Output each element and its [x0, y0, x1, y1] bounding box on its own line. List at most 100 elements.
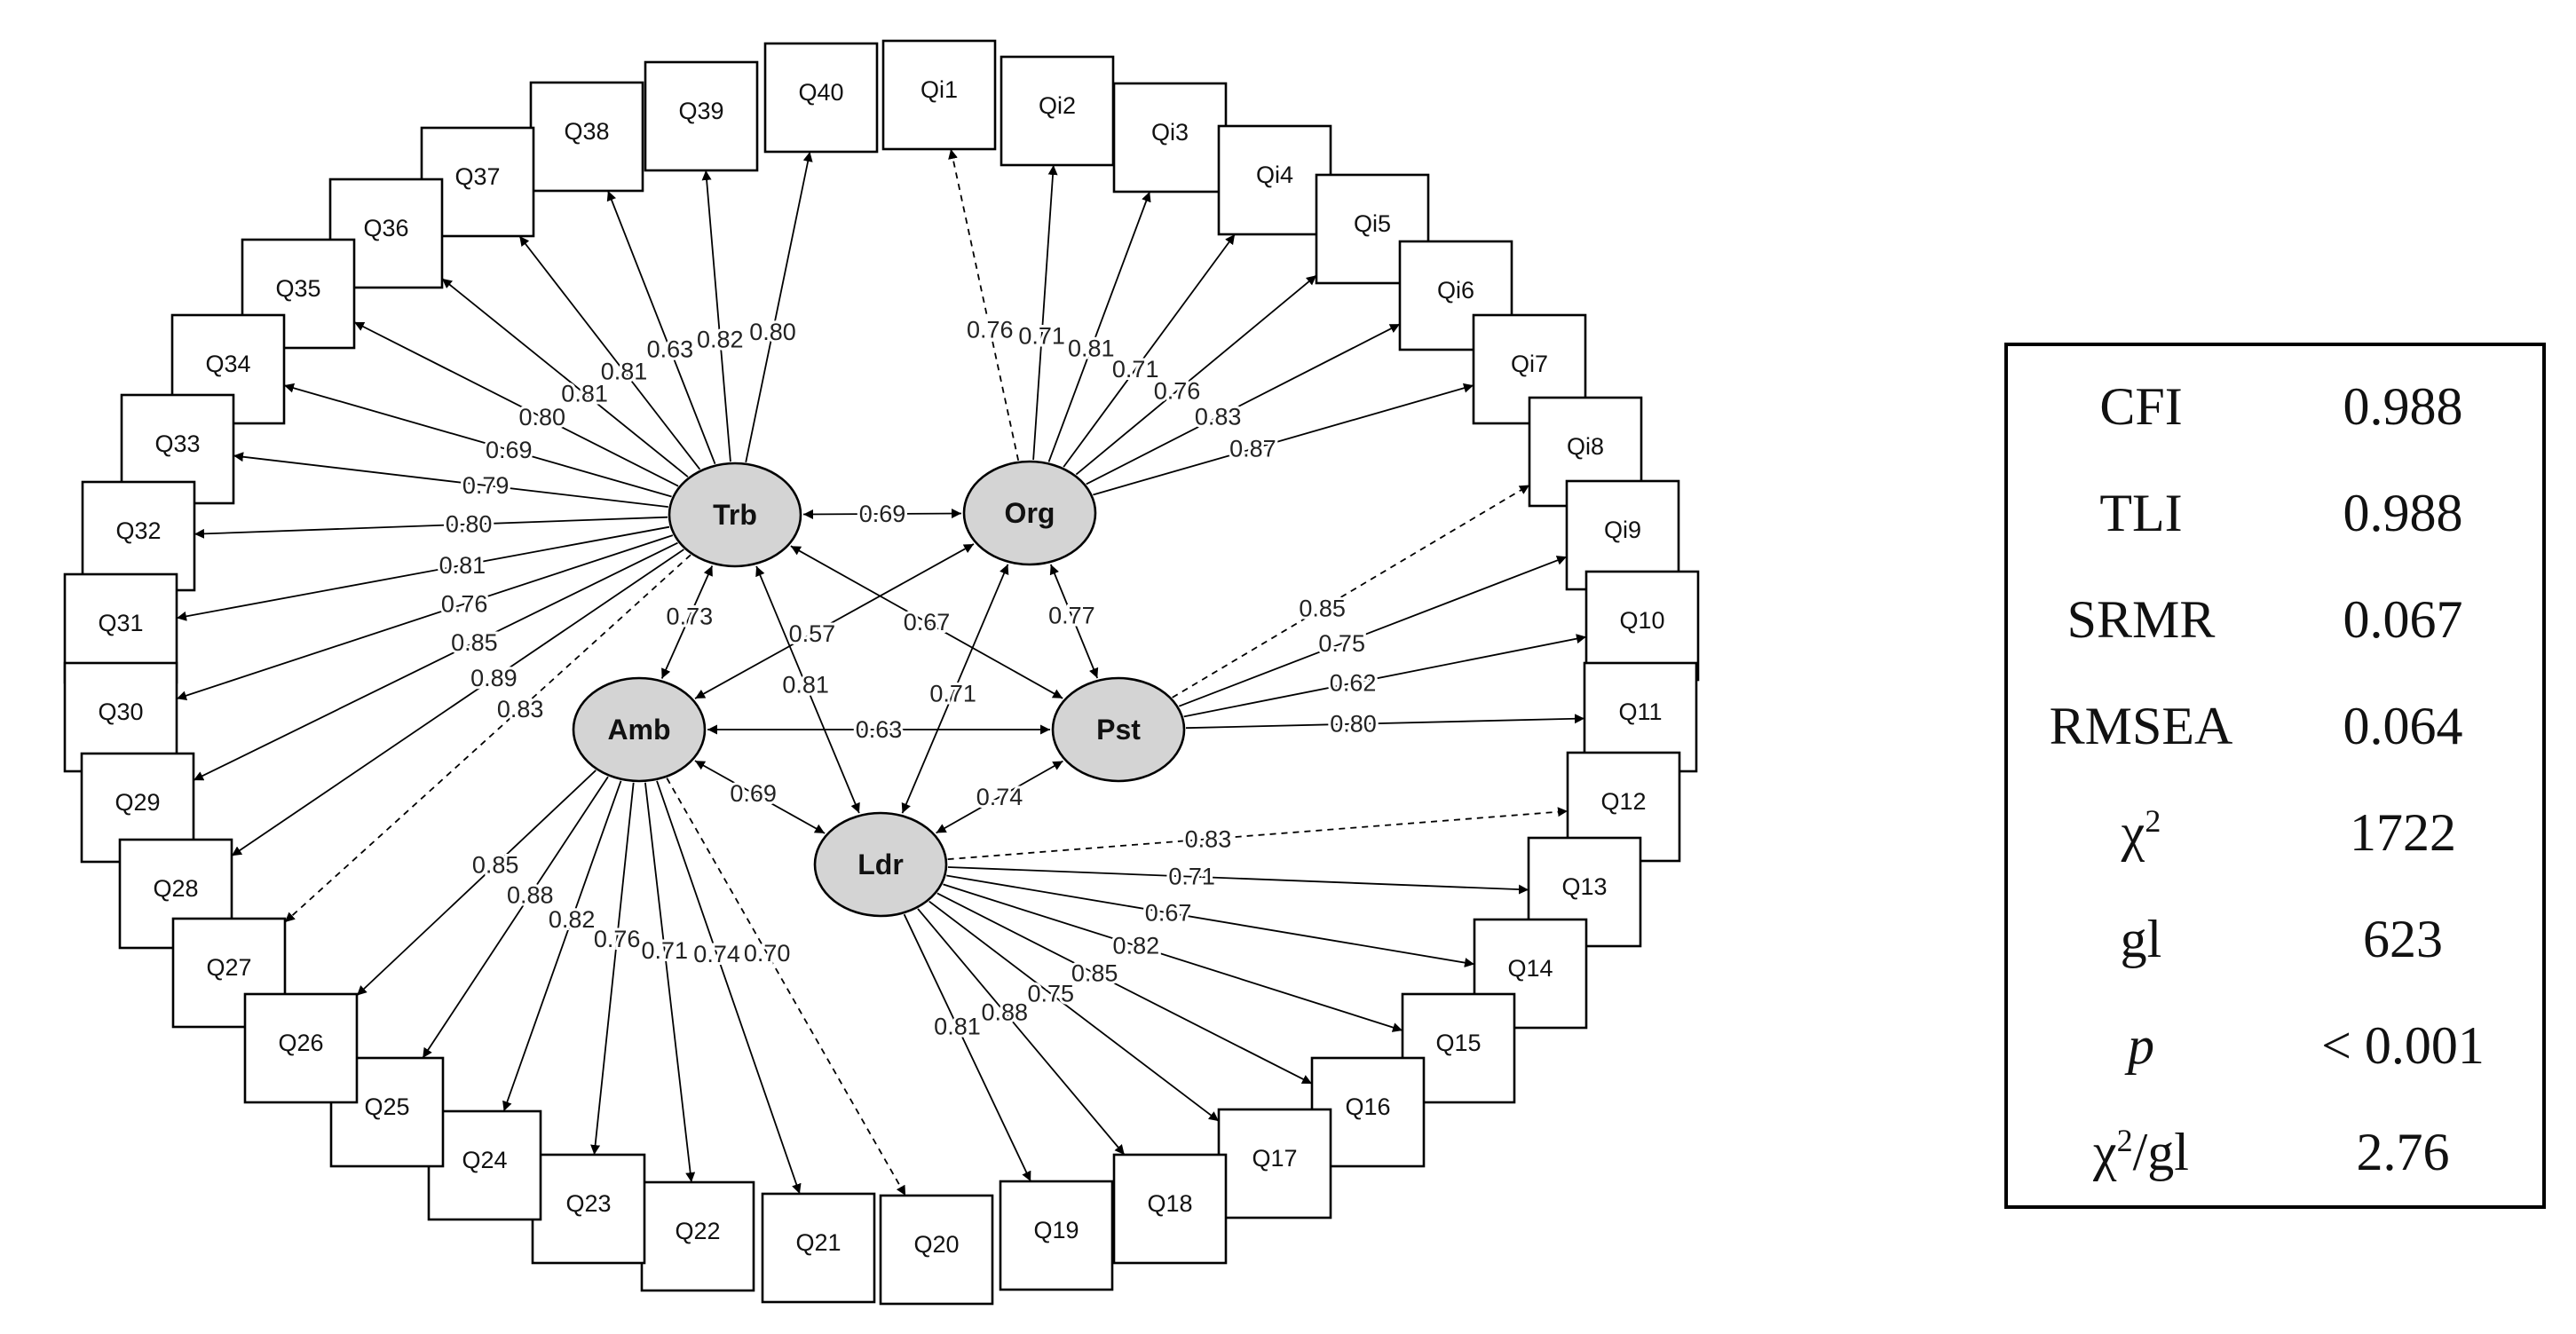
latent-node: Trb: [668, 462, 802, 568]
fit-index-symbol: p: [2128, 1015, 2154, 1075]
loading-value: 0.62: [1330, 670, 1377, 697]
indicator-label: Q10: [1619, 607, 1664, 634]
loading-value: 0.83: [497, 696, 544, 722]
loading-arrow: [946, 874, 1475, 968]
loading-value: 0.85: [1299, 595, 1346, 621]
indicator-label: Qi2: [1039, 92, 1076, 119]
loading-arrow: [1063, 233, 1236, 468]
correlation-value: 0.57: [789, 620, 836, 647]
indicator-label: Qi7: [1511, 351, 1548, 377]
loading-value: 0.85: [472, 852, 519, 879]
correlation-arrow: [901, 564, 1009, 814]
fit-index-symbol: RMSEA: [2049, 696, 2233, 755]
loading-arrow: [917, 908, 1126, 1156]
loading-arrow: [947, 866, 1529, 895]
loading-value: 0.82: [549, 906, 596, 933]
fit-index-symbol: χ: [2121, 802, 2145, 862]
fit-index-name: SRMR: [2008, 589, 2274, 651]
indicator-label: Q20: [913, 1231, 959, 1258]
fit-index-name: TLI: [2008, 483, 2274, 544]
loading-arrow: [441, 278, 689, 478]
loading-value: 0.75: [1318, 630, 1365, 657]
loading-arrow: [1093, 383, 1474, 496]
latent-label: Ldr: [857, 849, 904, 880]
indicator-label: Q23: [565, 1190, 611, 1217]
fit-index-superscript: 2: [2116, 1122, 2133, 1158]
fit-index-value: 0.067: [2343, 589, 2463, 649]
indicator-box: Q40: [763, 42, 879, 154]
loading-value: 0.81: [1068, 335, 1115, 362]
loading-arrow: [1178, 556, 1568, 707]
loading-value: 0.63: [647, 335, 694, 362]
correlation-value: 0.71: [929, 681, 976, 707]
loading-value: 0.81: [439, 552, 486, 579]
indicator-label: Q15: [1435, 1030, 1481, 1056]
fit-row: χ2/gl 2.76: [2008, 1099, 2542, 1205]
indicator-box: Qi1: [881, 39, 997, 151]
sem-path-diagram: Q40Q39Q38Q37Q36Q35Q34Q33Q32Q31Q30Q29Q28Q…: [63, 39, 1700, 1306]
indicator-box: Q23: [531, 1153, 646, 1265]
loading-arrow: [1075, 274, 1317, 476]
loading-arrow: [701, 170, 731, 462]
indicator-box: Q24: [427, 1109, 542, 1221]
indicator-box: Q26: [243, 992, 359, 1104]
loading-value: 0.76: [967, 317, 1014, 343]
fit-index-suffix: /gl: [2132, 1122, 2189, 1181]
loading-value: 0.89: [470, 665, 518, 691]
indicator-label: Qi3: [1151, 119, 1189, 146]
loading-arrow: [656, 780, 802, 1195]
indicator-label: Q18: [1147, 1190, 1192, 1217]
loading-value: 0.71: [1168, 864, 1215, 890]
loading-arrow: [193, 541, 678, 781]
indicator-label: Q33: [154, 430, 200, 457]
fit-index-value: 2.76: [2356, 1122, 2450, 1181]
indicator-box: Qi3: [1112, 82, 1228, 193]
loading-arrow: [1032, 164, 1058, 461]
correlation-arrow: [936, 760, 1063, 834]
latent-label: Pst: [1096, 714, 1141, 746]
indicator-label: Q38: [564, 118, 609, 145]
indicator-label: Q21: [795, 1229, 841, 1256]
loading-arrow: [928, 900, 1220, 1122]
correlation-value: 0.73: [667, 604, 714, 630]
loading-arrow: [936, 892, 1313, 1085]
loading-arrow: [1183, 634, 1587, 718]
fit-index-name: p: [2008, 1015, 2274, 1077]
loading-value: 0.71: [1018, 323, 1065, 350]
fit-index-superscript: 2: [2145, 802, 2161, 839]
loading-value: 0.81: [934, 1014, 981, 1040]
correlation-arrow: [694, 760, 826, 834]
loading-arrow: [590, 782, 635, 1156]
indicator-label: Q36: [363, 215, 408, 241]
fit-index-name: χ2/gl: [2008, 1122, 2274, 1183]
loading-arrow: [176, 525, 670, 621]
indicator-label: Q25: [364, 1093, 409, 1120]
correlation-value: 0.81: [782, 671, 829, 698]
indicator-label: Q16: [1345, 1093, 1390, 1120]
loading-arrow: [943, 883, 1403, 1032]
loading-arrow: [422, 776, 609, 1059]
loading-value: 0.83: [1185, 825, 1232, 852]
loading-arrow: [356, 770, 597, 997]
fit-index-name: χ2: [2008, 802, 2274, 864]
indicator-label: Qi1: [921, 76, 958, 103]
loading-arrow: [903, 913, 1031, 1182]
loading-arrow: [1172, 484, 1530, 699]
loading-arrow: [1086, 323, 1401, 485]
loading-arrow: [502, 780, 622, 1112]
loading-value: 0.67: [1145, 899, 1192, 926]
indicator-label: Q39: [678, 98, 723, 124]
loading-arrow: [606, 190, 716, 465]
correlation-arrow: [802, 509, 962, 519]
loading-arrow: [1185, 714, 1585, 730]
latent-node: Org: [962, 460, 1097, 566]
fit-index-symbol: SRMR: [2066, 589, 2216, 649]
correlation-value: 0.63: [856, 716, 903, 743]
loading-arrow: [231, 549, 684, 857]
loading-arrow: [284, 554, 691, 923]
indicator-label: Qi4: [1256, 162, 1293, 188]
